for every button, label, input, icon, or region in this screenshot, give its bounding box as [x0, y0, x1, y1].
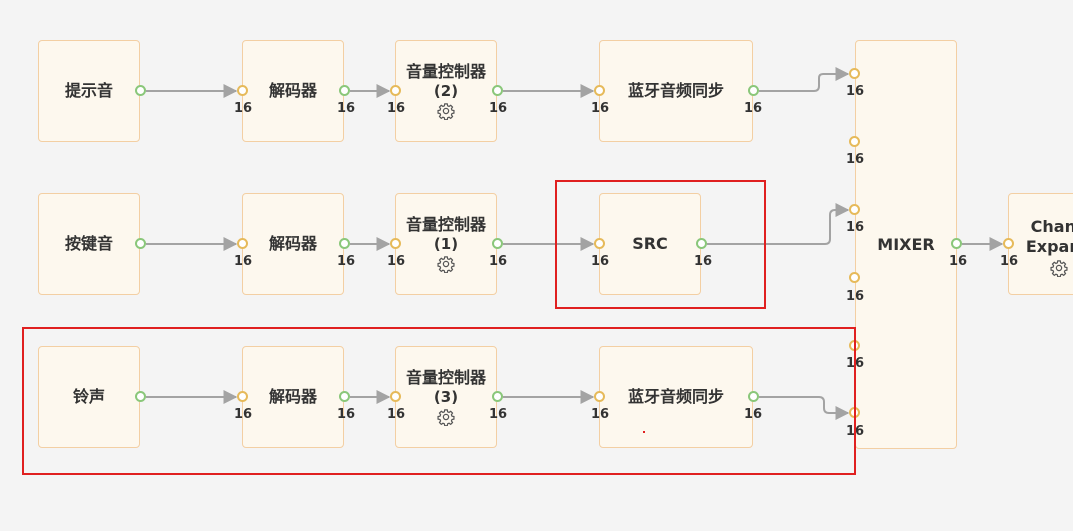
input-port[interactable] [237, 238, 248, 249]
port-width-label: 16 [489, 254, 508, 269]
mixer-input-port[interactable] [849, 136, 860, 147]
node-volume-controller-1[interactable]: 音量控制器 (1) [395, 193, 497, 295]
node-key-tone[interactable]: 按键音 [38, 193, 140, 295]
input-port[interactable] [594, 85, 605, 96]
mixer-input-port[interactable] [849, 204, 860, 215]
port-width-label: 16 [949, 254, 968, 269]
output-port[interactable] [696, 238, 707, 249]
gear-icon[interactable] [1050, 259, 1068, 277]
connector-arrow[interactable] [707, 203, 850, 245]
port-width-label: 16 [846, 152, 865, 167]
port-width-label: 16 [234, 101, 253, 116]
node-label: Chann [1030, 217, 1073, 236]
port-width-label: 16 [387, 407, 406, 422]
output-port[interactable] [748, 391, 759, 402]
port-width-label: 16 [489, 407, 508, 422]
node-channel-expander[interactable]: Chann Expand [1008, 193, 1073, 295]
port-width-label: 16 [1000, 254, 1019, 269]
port-width-label: 16 [234, 407, 253, 422]
output-port[interactable] [135, 85, 146, 96]
input-port[interactable] [594, 391, 605, 402]
node-volume-controller-2[interactable]: 音量控制器 (2) [395, 40, 497, 142]
node-label: SRC [632, 234, 668, 253]
node-index: (2) [433, 82, 459, 100]
connector-arrow[interactable] [759, 67, 850, 92]
node-ringtone[interactable]: 铃声 [38, 346, 140, 448]
connector-arrow[interactable] [759, 396, 850, 420]
port-width-label: 16 [337, 101, 356, 116]
port-width-label: 16 [591, 101, 610, 116]
input-port[interactable] [390, 391, 401, 402]
input-port[interactable] [594, 238, 605, 249]
input-port[interactable] [1003, 238, 1014, 249]
port-width-label: 16 [846, 84, 865, 99]
mixer-input-port[interactable] [849, 68, 860, 79]
node-decoder-3[interactable]: 解码器 [242, 346, 344, 448]
node-index: (3) [433, 388, 459, 406]
port-width-label: 16 [694, 254, 713, 269]
port-width-label: 16 [744, 407, 763, 422]
node-bt-sync-1[interactable]: 蓝牙音频同步 [599, 40, 753, 142]
node-label: 解码器 [268, 234, 317, 253]
node-label: 解码器 [268, 387, 317, 406]
input-port[interactable] [237, 391, 248, 402]
port-width-label: 16 [489, 101, 508, 116]
node-prompt-tone[interactable]: 提示音 [38, 40, 140, 142]
highlight-box-src [555, 180, 766, 309]
output-port[interactable] [492, 238, 503, 249]
node-label: 铃声 [72, 387, 105, 406]
output-port[interactable] [339, 238, 350, 249]
node-label: 按键音 [64, 234, 113, 253]
port-width-label: 16 [591, 407, 610, 422]
node-decoder-2[interactable]: 解码器 [242, 193, 344, 295]
gear-icon[interactable] [437, 255, 455, 273]
node-label: 音量控制器 [405, 62, 486, 81]
port-width-label: 16 [846, 220, 865, 235]
highlight-box-ringtone-row [22, 327, 856, 475]
output-port[interactable] [492, 85, 503, 96]
node-index: (1) [433, 235, 459, 253]
mixer-output-port[interactable] [951, 238, 962, 249]
node-label: Expand [1025, 237, 1073, 256]
input-port[interactable] [390, 238, 401, 249]
output-port[interactable] [492, 391, 503, 402]
port-width-label: 16 [744, 101, 763, 116]
output-port[interactable] [339, 391, 350, 402]
mixer-input-port[interactable] [849, 272, 860, 283]
node-mixer[interactable]: MIXER [855, 40, 957, 449]
node-label: 音量控制器 [405, 215, 486, 234]
port-width-label: 16 [591, 254, 610, 269]
node-volume-controller-3[interactable]: 音量控制器 (3) [395, 346, 497, 448]
node-label: 提示音 [64, 81, 113, 100]
port-width-label: 16 [337, 254, 356, 269]
input-port[interactable] [237, 85, 248, 96]
node-label: 蓝牙音频同步 [627, 81, 724, 100]
gear-icon[interactable] [437, 408, 455, 426]
port-width-label: 16 [387, 254, 406, 269]
node-label: 音量控制器 [405, 368, 486, 387]
node-label: MIXER [877, 234, 935, 254]
input-port[interactable] [390, 85, 401, 96]
node-label: 解码器 [268, 81, 317, 100]
node-decoder-1[interactable]: 解码器 [242, 40, 344, 142]
output-port[interactable] [135, 391, 146, 402]
output-port[interactable] [339, 85, 350, 96]
output-port[interactable] [135, 238, 146, 249]
output-port[interactable] [748, 85, 759, 96]
port-width-label: 16 [337, 407, 356, 422]
port-width-label: 16 [846, 289, 865, 304]
port-width-label: 16 [234, 254, 253, 269]
gear-icon[interactable] [437, 102, 455, 120]
stray-mark [643, 431, 645, 433]
port-width-label: 16 [387, 101, 406, 116]
node-label: 蓝牙音频同步 [627, 387, 724, 406]
